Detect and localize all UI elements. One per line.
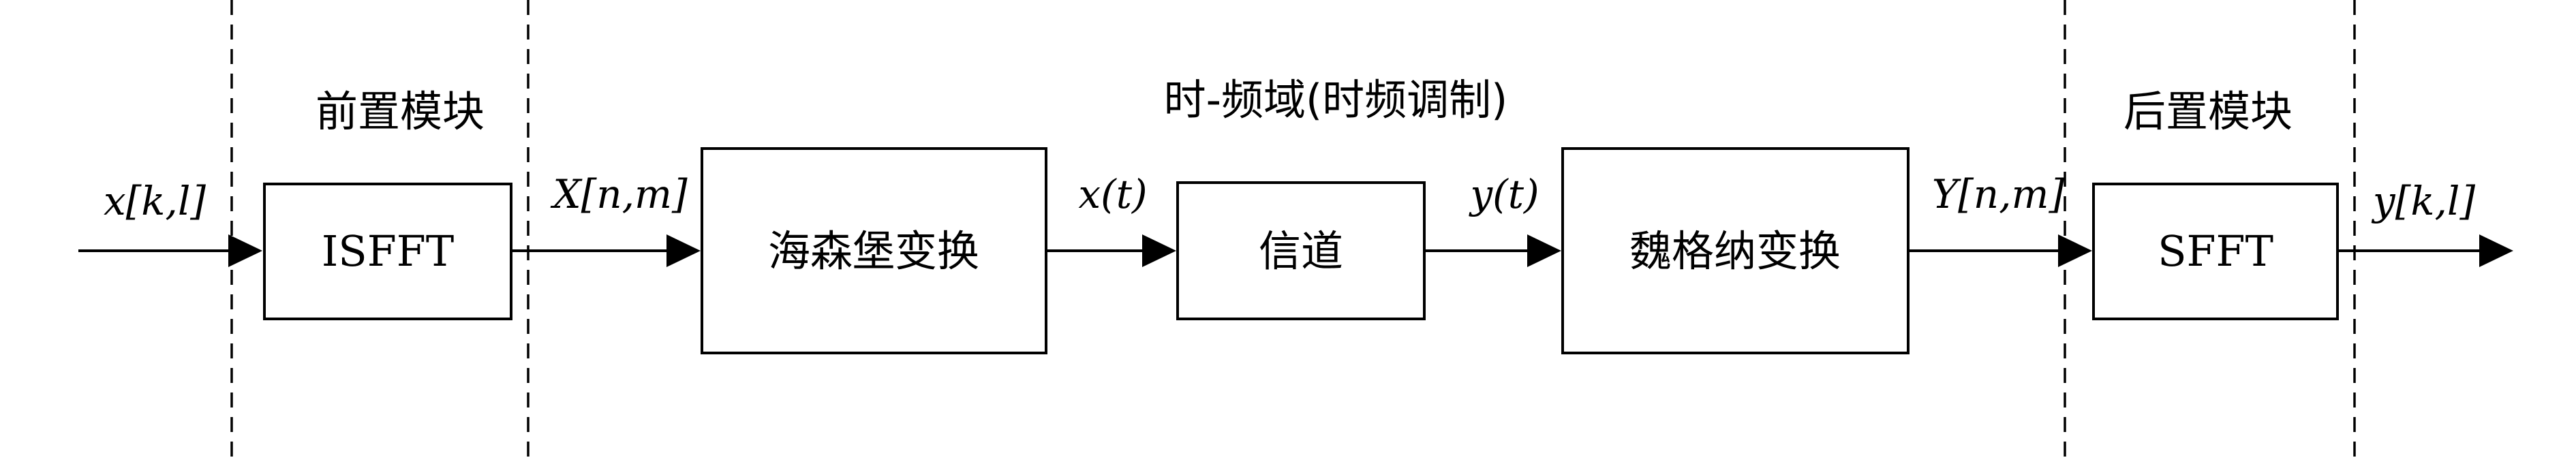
section-pre-module: 前置模块	[316, 87, 485, 136]
channel-block: 信道	[1176, 181, 1426, 320]
sfft-label: SFFT	[2158, 226, 2273, 276]
isfft-label: ISFFT	[322, 226, 454, 276]
arrowhead-output	[2479, 234, 2513, 267]
signal-x-kl: x[k,l]	[104, 178, 206, 224]
isfft-block: ISFFT	[263, 183, 512, 320]
signal-y-kl: y[k,l]	[2371, 178, 2476, 224]
sfft-block: SFFT	[2092, 183, 2339, 320]
wigner-label: 魏格纳变换	[1629, 226, 1841, 276]
arrowhead-into-wigner	[1527, 234, 1561, 267]
section-tf-domain: 时-频域(时频调制)	[1164, 75, 1508, 125]
arrowhead-into-isfft	[228, 234, 262, 267]
signal-Y-nm: Y[n,m]	[1932, 171, 2065, 217]
wigner-block: 魏格纳变换	[1561, 147, 1910, 354]
heisenberg-label: 海森堡变换	[768, 226, 979, 276]
arrowhead-into-channel	[1142, 234, 1176, 267]
signal-y-t: y(t)	[1468, 171, 1539, 217]
section-post-module: 后置模块	[2123, 87, 2293, 136]
arrowhead-into-heisenberg	[666, 234, 701, 267]
signal-x-t: x(t)	[1078, 171, 1147, 217]
arrowhead-into-sfft	[2058, 234, 2092, 267]
channel-label: 信道	[1259, 226, 1343, 276]
signal-X-nm: X[n,m]	[550, 171, 688, 217]
heisenberg-block: 海森堡变换	[701, 147, 1047, 354]
